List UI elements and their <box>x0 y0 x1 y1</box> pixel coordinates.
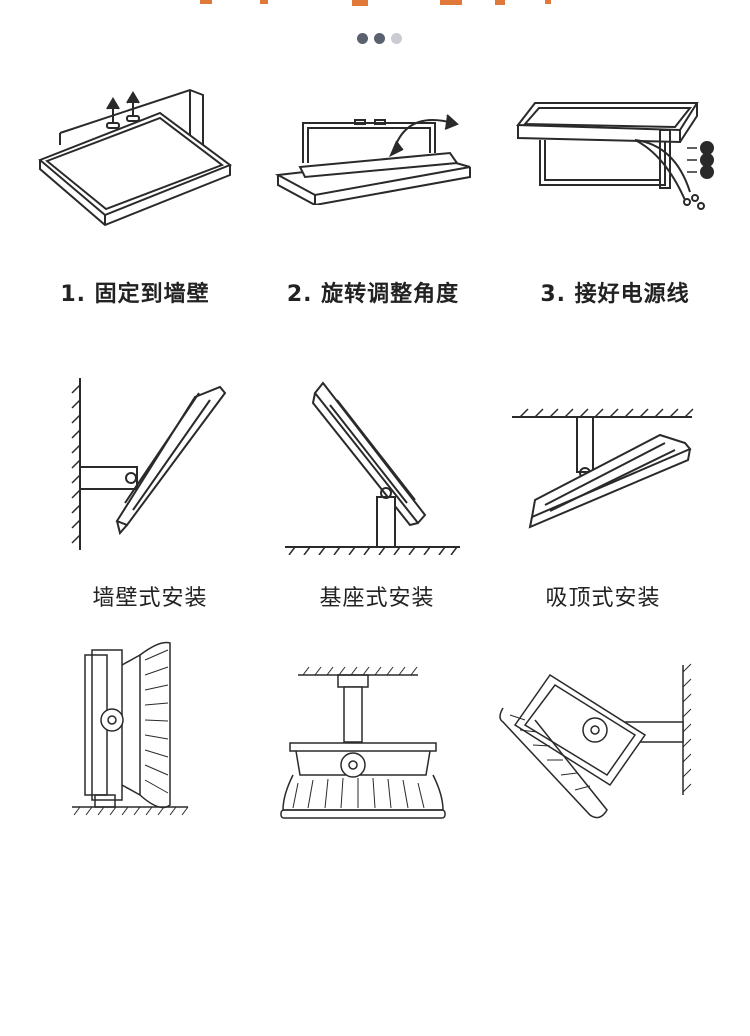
step-1-caption: 1. 固定到墙壁 <box>60 282 210 307</box>
carousel-dot-active[interactable] <box>391 33 402 44</box>
pendant-mount-lamp-icon <box>278 665 448 825</box>
wiring-icon <box>515 100 720 215</box>
carousel-indicator[interactable] <box>357 33 402 44</box>
wall-mount-icon <box>65 375 235 555</box>
angled-mount-lamp-icon <box>495 660 695 830</box>
wall-mount-caption: 墙壁式安装 <box>92 586 208 611</box>
step-2-caption: 2. 旋转调整角度 <box>286 282 460 307</box>
base-mount-caption: 基座式安装 <box>319 586 435 611</box>
side-mount-lamp-icon <box>70 635 190 820</box>
step-3-caption: 3. 接好电源线 <box>540 282 690 307</box>
ceiling-mount-caption: 吸顶式安装 <box>545 586 661 611</box>
base-mount-icon <box>285 375 465 555</box>
rotate-angle-icon <box>275 105 475 205</box>
carousel-dot[interactable] <box>374 33 385 44</box>
carousel-dot[interactable] <box>357 33 368 44</box>
panel-mount-icon <box>35 85 240 230</box>
top-accent-strip <box>200 0 551 6</box>
ceiling-mount-icon <box>510 405 695 535</box>
